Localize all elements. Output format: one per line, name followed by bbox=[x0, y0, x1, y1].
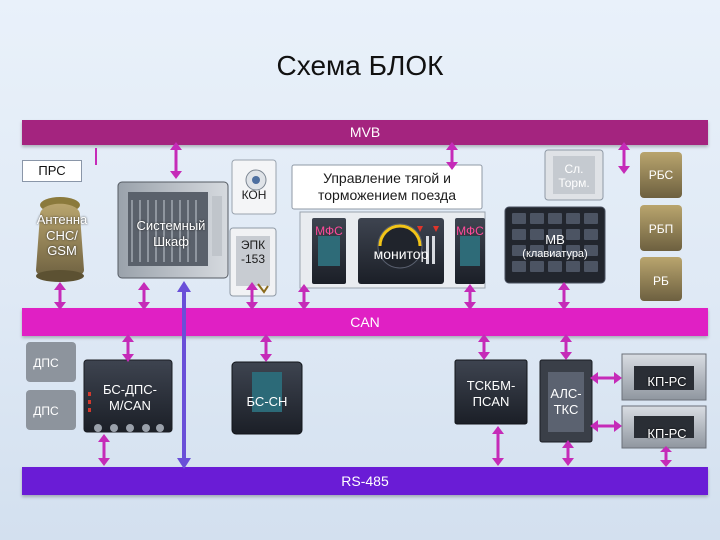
als-tks-label-line1: АЛС- bbox=[550, 386, 582, 401]
als-tks-label: АЛС- ТКС bbox=[540, 386, 592, 417]
diagram-title: Схема БЛОК bbox=[276, 50, 444, 81]
bs-sn-image bbox=[231, 361, 303, 435]
tskbm-label-line1: ТСКБМ- bbox=[466, 378, 516, 393]
kp-rs-image bbox=[621, 353, 707, 449]
epk-label: ЭПК -153 bbox=[230, 238, 276, 267]
mfs-right-label: МФС bbox=[456, 224, 484, 238]
traction-control-panel bbox=[291, 164, 486, 289]
mv-label-line2: (клавиатура) bbox=[522, 247, 588, 260]
dps-sensors-image bbox=[26, 342, 76, 430]
antenna-label-line3: GSM bbox=[47, 243, 77, 259]
rbp-label: РБП bbox=[648, 222, 674, 236]
bs-dps-can-label-line2: М/CAN bbox=[109, 397, 151, 413]
rs485-bus: RS-485 bbox=[22, 467, 708, 495]
mv-label-line1: МВ bbox=[545, 232, 565, 247]
rbs-label: РБС bbox=[648, 168, 674, 182]
system-cabinet-label-line2: Шкаф bbox=[153, 233, 189, 249]
tskbm-label: ТСКБМ- ПCAN bbox=[455, 378, 527, 409]
connection-arrows bbox=[54, 142, 672, 467]
keyboard-image bbox=[504, 206, 606, 284]
antenna-label-line2: СНС/ bbox=[46, 227, 78, 243]
kon-label: КОН bbox=[241, 188, 267, 202]
epk-label-line2: -153 bbox=[240, 252, 266, 267]
kp-rs-bottom-label: КП-РС bbox=[647, 426, 687, 441]
brake-device-image bbox=[544, 149, 604, 201]
als-tks-image bbox=[539, 359, 593, 443]
traction-control-label: Управление тягой и торможением поезда bbox=[292, 170, 482, 204]
mvb-bus-label: MVB bbox=[349, 124, 381, 140]
bs-sn-label: БС-СН bbox=[246, 394, 288, 409]
sl-torm-label: Сл. Торм. bbox=[545, 162, 603, 191]
can-bus: CAN bbox=[22, 308, 708, 336]
antenna-label-line1: Антенна bbox=[36, 212, 88, 227]
mv-keyboard-label: МВ (клавиатура) bbox=[505, 232, 605, 261]
antenna-label: Антенна СНС/ GSM bbox=[22, 212, 102, 259]
sl-torm-label-line1: Сл. bbox=[564, 162, 584, 176]
bs-dps-can-image bbox=[83, 359, 173, 433]
system-cabinet-label: Системный Шкаф bbox=[126, 218, 216, 249]
cabinet-to-rs485-arrow bbox=[177, 281, 191, 469]
epk-image bbox=[229, 227, 277, 297]
kp-rs-top-label: КП-РС bbox=[647, 374, 687, 389]
dps-top-label: ДПС bbox=[33, 356, 59, 370]
rs485-bus-label: RS-485 bbox=[341, 473, 389, 489]
kon-image bbox=[231, 159, 277, 215]
sl-torm-label-line2: Торм. bbox=[558, 176, 590, 191]
rb-buttons-image bbox=[640, 152, 682, 301]
mvb-bus: MVB bbox=[22, 120, 708, 145]
prs-node: ПРС bbox=[22, 160, 82, 182]
als-tks-label-line2: ТКС bbox=[553, 401, 579, 417]
dps-bottom-label: ДПС bbox=[33, 404, 59, 418]
antenna-image bbox=[36, 197, 84, 282]
bs-dps-can-label: БС-ДПС- М/CAN bbox=[90, 382, 170, 413]
tskbm-label-line2: ПCAN bbox=[472, 393, 510, 409]
system-cabinet-label-line1: Системный bbox=[136, 218, 206, 233]
traction-label-line1: Управление тягой и bbox=[323, 170, 451, 186]
traction-label-line2: торможением поезда bbox=[318, 186, 456, 203]
tskbm-image bbox=[454, 359, 528, 425]
prs-label: ПРС bbox=[38, 163, 66, 178]
system-cabinet-image bbox=[117, 181, 229, 279]
monitor-label: монитор bbox=[373, 246, 429, 262]
epk-label-line1: ЭПК bbox=[240, 238, 266, 252]
bs-dps-can-label-line1: БС-ДПС- bbox=[103, 382, 157, 397]
can-bus-label: CAN bbox=[350, 314, 380, 330]
rb-label: РБ bbox=[653, 274, 669, 288]
mfs-left-label: МФС bbox=[315, 224, 343, 238]
